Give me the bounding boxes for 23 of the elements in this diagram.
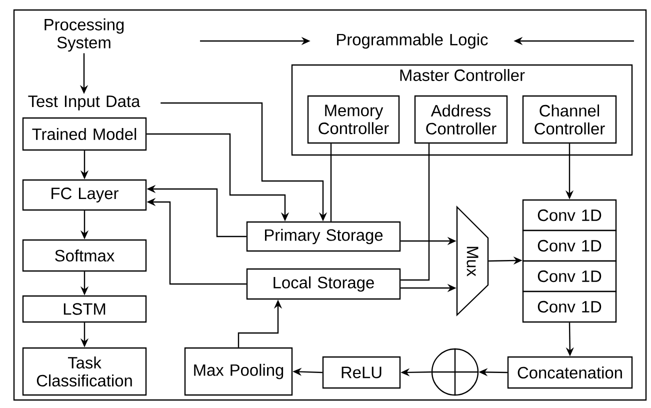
conv-box: Conv 1D (522, 230, 617, 262)
process-box: ReLU (322, 356, 401, 389)
controller-box: Channel Controller (522, 95, 617, 144)
controller-box: Address Controller (414, 95, 508, 144)
section-label: Processing System (44, 18, 124, 52)
conv-box: Conv 1D (522, 290, 617, 323)
process-box: Max Pooling (184, 347, 293, 396)
summation-symbol (430, 348, 480, 396)
process-box: Concatenation (507, 356, 633, 389)
section-label: Programmable Logic (337, 33, 488, 49)
process-box: Task Classification (22, 347, 147, 396)
input-label: Test Input Data (28, 96, 140, 110)
storage-box: Local Storage (246, 268, 401, 300)
storage-box: Primary Storage (246, 221, 401, 252)
connector-line (400, 144, 430, 281)
connector-line (330, 144, 332, 222)
conv-box: Conv 1D (522, 260, 617, 292)
conv-box: Conv 1D (522, 199, 617, 232)
process-box: Softmax (22, 239, 147, 272)
process-box: Trained Model (22, 117, 147, 151)
process-box: LSTM (22, 295, 147, 323)
process-box: FC Layer (22, 179, 147, 211)
controller-box: Memory Controller (307, 95, 400, 144)
